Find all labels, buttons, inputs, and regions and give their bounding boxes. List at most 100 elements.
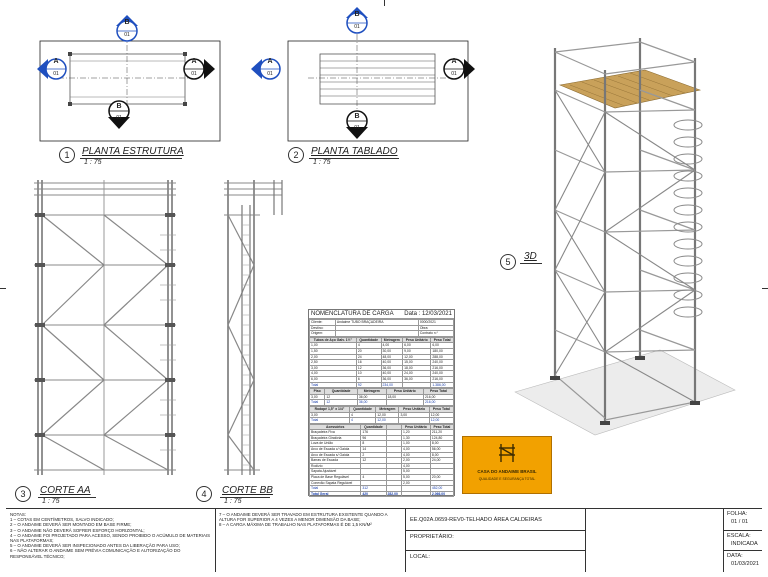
- section-marker-a-left-1: [37, 58, 67, 80]
- marker-a-letter-3: A: [267, 58, 273, 65]
- note-line: NOTAS:: [10, 512, 27, 517]
- logo-line2: QUALIDADE E SEGURANÇA TOTAL: [478, 477, 536, 481]
- marker-a-sheet-3: 01: [267, 71, 273, 77]
- view-number-1: 1: [59, 147, 75, 163]
- title-block-row-2: [405, 550, 585, 551]
- marker-b-letter-3: B: [354, 11, 360, 18]
- data-label: DATA:: [727, 553, 743, 559]
- note-line: 3 – O ANDAIME NÃO DEVERÁ SOFRER ESFORÇO …: [10, 527, 145, 533]
- section-marker-b-top-1: [116, 15, 138, 42]
- table-row: Destino:Obra:: [309, 324, 455, 332]
- section-marker-b-bottom-1: [108, 100, 130, 129]
- corte-aa-drawing: [34, 180, 176, 475]
- view-title-underline-1: [80, 158, 182, 159]
- logo-line1: CASA DO ANDAIME BRASIL: [477, 469, 537, 474]
- view-title-underline-5: [520, 263, 542, 264]
- view-title-planta-estrutura[interactable]: PLANTA ESTRUTURA: [82, 146, 184, 157]
- view-scale-1: 1 : 75: [84, 159, 102, 166]
- data-value: 01/03/2021: [731, 561, 759, 567]
- corte-bb-drawing: [224, 180, 283, 475]
- sheet-tick-left: [0, 288, 6, 289]
- note-line: 7 – O ANDAIME DEVERÁ SER TRAVADO EM ESTR…: [219, 512, 388, 523]
- title-block-row-3: [723, 530, 762, 531]
- view-title-planta-tablado[interactable]: PLANTA TABLADO: [311, 146, 398, 157]
- view-number-5: 5: [500, 254, 516, 270]
- view-number-3: 3: [15, 486, 31, 502]
- marker-b-sheet-4: 01: [354, 125, 360, 131]
- notes-column-2: 7 – O ANDAIME DEVERÁ SER TRAVADO EM ESTR…: [219, 512, 401, 528]
- view-number-4: 4: [196, 486, 212, 502]
- view-scale-4: 1 : 75: [224, 498, 242, 505]
- note-line: 4 – O ANDAIME FOI PROJETADO PARA ACESSO,…: [10, 532, 211, 544]
- marker-b-letter-2: B: [116, 103, 122, 110]
- planta-tablado-drawing: [287, 34, 469, 142]
- marker-a-sheet-4: 01: [451, 71, 457, 77]
- note-line: 2 – O ANDAIME DEVERÁ SER MONTADO EM BASE…: [10, 522, 132, 528]
- nomenclatura-date: Data : 12/03/2021: [404, 311, 452, 317]
- local-label: LOCAL:: [410, 554, 430, 560]
- marker-b-sheet-3: 01: [354, 24, 360, 30]
- section-marker-a-left-2: [251, 58, 281, 80]
- nomenclatura-table: NOMENCLATURA DE CARGA Data : 12/03/2021 …: [308, 309, 455, 498]
- notes-column-1: NOTAS: 1 – COTAS EM CENTÍMETROS, SALVO I…: [10, 512, 212, 559]
- view-title-3d[interactable]: 3D: [524, 251, 537, 262]
- view-scale-2: 1 : 75: [313, 159, 331, 166]
- note-line: 5 – O ANDAIME DEVERÁ SER INSPECIONADO AN…: [10, 543, 180, 549]
- project-code: EE.Q02A.0659-REV0-TELHADO ÁREA CALDEIRAS: [410, 517, 542, 523]
- sheet-tick-right: [762, 288, 768, 289]
- marker-b-sheet-2: 01: [116, 115, 122, 121]
- title-block-divider-4: [723, 508, 724, 572]
- corner-posts: [68, 52, 187, 106]
- title-block-divider-1: [215, 508, 216, 572]
- view-title-corte-aa[interactable]: CORTE AA: [40, 485, 91, 496]
- note-line: 1 – COTAS EM CENTÍMETROS, SALVO INDICADO…: [10, 517, 114, 523]
- view-scale-3: 1 : 75: [42, 498, 60, 505]
- sheet-tick-top: [384, 0, 385, 6]
- company-logo: CASA DO ANDAIME BRASIL QUALIDADE E SEGUR…: [462, 436, 552, 494]
- section-marker-a-right-1: [183, 58, 215, 80]
- view-number-2: 2: [288, 147, 304, 163]
- marker-a-letter: A: [53, 58, 59, 65]
- title-block-row-4: [723, 550, 762, 551]
- owner-label: PROPRIETÁRIO:: [410, 534, 454, 540]
- nomenclatura-title: NOMENCLATURA DE CARGA: [311, 311, 394, 317]
- title-block-row-1: [405, 530, 585, 531]
- marker-b-letter: B: [124, 19, 130, 26]
- title-block-divider-3: [585, 508, 586, 572]
- view-title-underline-3: [38, 497, 96, 498]
- section-marker-b-bottom-2: [346, 110, 368, 139]
- note-line: 8 – A CARGA MÁXIMA DE TRABALHO NAS PLATA…: [219, 522, 372, 528]
- view-title-underline-2: [309, 158, 399, 159]
- escala-label: ESCALA:: [727, 533, 751, 539]
- view-title-corte-bb[interactable]: CORTE BB: [222, 485, 273, 496]
- section-marker-a-right-2: [443, 58, 475, 80]
- view-title-underline-4: [220, 497, 270, 498]
- marker-a-sheet-2: 01: [191, 71, 197, 77]
- marker-a-letter-2: A: [191, 58, 197, 65]
